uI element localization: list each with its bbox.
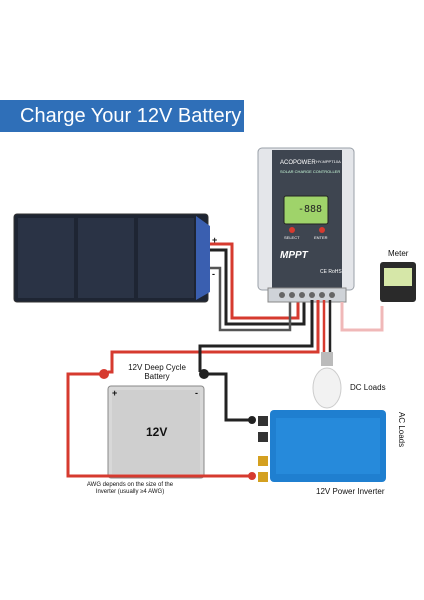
- controller-cert: CE RoHS: [320, 269, 342, 275]
- battery-title-line1: 12V Deep Cycle: [128, 363, 186, 372]
- battery-negative-to-inverter: [208, 372, 252, 422]
- panel-plus-label: +: [212, 235, 218, 245]
- panel-minus-label: -: [212, 269, 215, 279]
- controller-subtitle: SOLAR CHARGE CONTROLLER: [280, 169, 341, 174]
- controller-mppt-label: MPPT: [280, 250, 308, 261]
- panel-negative-wire-black: [210, 248, 306, 326]
- battery-negative-to-controller: [198, 300, 314, 372]
- dc-load-bulb: [312, 352, 342, 409]
- charge-controller: [257, 147, 355, 303]
- ac-loads-label: AC Loads: [396, 412, 406, 448]
- battery-positive-terminal: [99, 369, 109, 379]
- controller-brand: ACOPOWER: [280, 160, 316, 166]
- awg-note: AWG depends on the size of the Inverter …: [70, 482, 190, 495]
- awg-note-line2: Inverter (usually ≥4 AWG): [95, 488, 165, 495]
- battery-positive-to-inverter: [66, 372, 252, 478]
- battery-body: [107, 385, 205, 479]
- inverter-label: 12V Power Inverter: [316, 487, 385, 496]
- controller-model: HY-MPPT10A: [316, 159, 341, 164]
- battery-title: 12V Deep Cycle Battery: [126, 363, 188, 382]
- awg-note-line1: AWG depends on the size of the: [86, 482, 174, 488]
- meter-wire: [340, 302, 384, 332]
- battery-minus-label: -: [195, 388, 198, 398]
- battery-plus-label: +: [112, 388, 118, 398]
- dc-loads-label: DC Loads: [350, 383, 386, 392]
- battery-title-line2: Battery: [144, 371, 170, 381]
- panel-negative-wire: [210, 266, 292, 332]
- controller-lcd: -888: [298, 204, 323, 215]
- meter-label: Meter: [388, 249, 409, 258]
- title-banner: Charge Your 12V Battery: [0, 100, 244, 132]
- power-inverter: [248, 410, 386, 482]
- solar-panel: [13, 213, 210, 303]
- controller-enter-label: ENTER: [314, 235, 328, 240]
- battery-face-label: 12V: [146, 425, 168, 439]
- panel-positive-wire: [210, 242, 300, 320]
- controller-select-label: SELECT: [284, 235, 300, 240]
- battery-negative-terminal: [199, 369, 209, 379]
- meter-device: [380, 262, 416, 302]
- banner-title: Charge Your 12V Battery: [20, 104, 242, 127]
- battery-positive-to-controller: [108, 300, 320, 374]
